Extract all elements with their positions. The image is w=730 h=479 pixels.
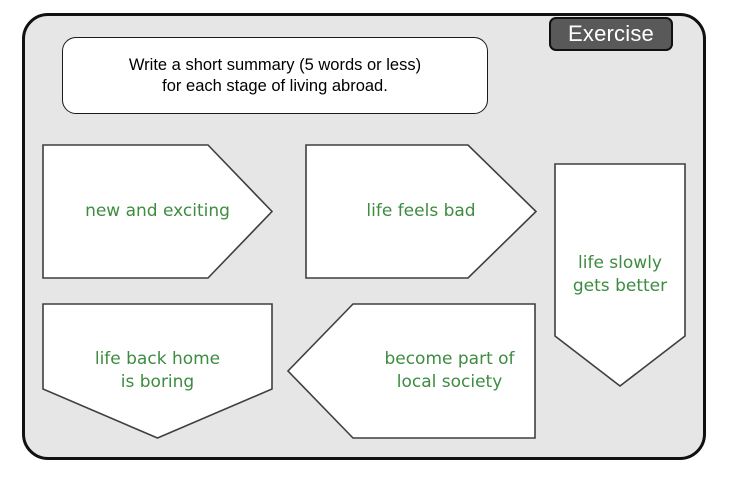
arrow-shape-life-back-home-is-boring[interactable]: life back home is boring <box>42 303 273 439</box>
right-arrow-icon <box>305 144 538 279</box>
instruction-box: Write a short summary (5 words or less) … <box>62 37 488 114</box>
arrow-shape-life-feels-bad[interactable]: life feels bad <box>305 144 538 279</box>
instruction-line-1: Write a short summary (5 words or less) <box>128 55 422 74</box>
arrow-shape-become-part-of-local-society[interactable]: become part of local society <box>286 303 536 439</box>
right-arrow-icon <box>42 144 274 279</box>
exercise-badge: Exercise <box>549 17 673 51</box>
instruction-line-2: for each stage of living abroad. <box>162 76 388 95</box>
down-arrow-icon <box>554 163 686 388</box>
arrow-shape-life-slowly-gets-better[interactable]: life slowly gets better <box>554 163 686 388</box>
left-arrow-icon <box>286 303 536 439</box>
arrow-shape-new-and-exciting[interactable]: new and exciting <box>42 144 274 279</box>
down-arrow-icon <box>42 303 273 439</box>
